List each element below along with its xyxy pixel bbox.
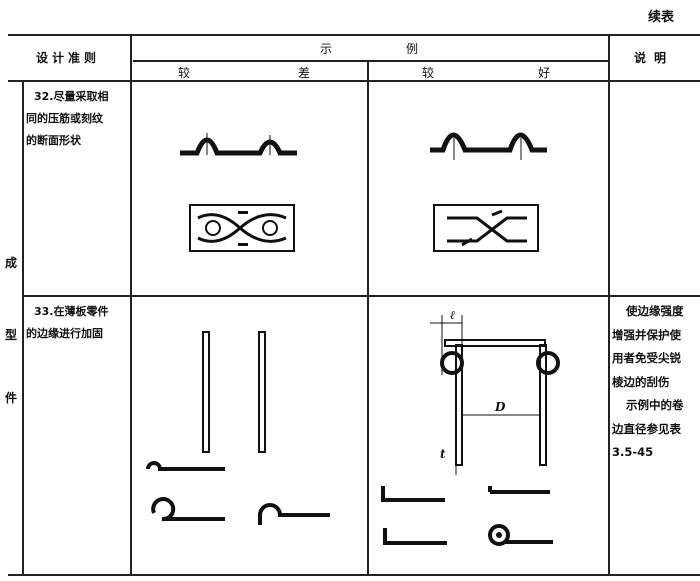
example-subheader-rule [133, 60, 608, 62]
col-divider [367, 61, 369, 576]
principle-line: 同的压筋或刻纹 [26, 112, 103, 125]
row-33-principle: 33.在薄板零件 的边缘进行加固 [26, 301, 109, 345]
header-better-2: 好 [538, 66, 551, 80]
label-thickness: t [440, 447, 446, 461]
category-char: 型 [5, 328, 18, 342]
worse-rib-section-drawing [180, 133, 297, 156]
note-line: 棱边的刮伤 [612, 374, 670, 389]
note-line: 边直径参见表 [612, 421, 681, 436]
header-principle: 设计准则 [36, 51, 101, 65]
better-rib-section-drawing [430, 132, 547, 160]
header-bottom-rule [8, 80, 700, 82]
header-worse-2: 差 [298, 66, 311, 80]
header-worse-1: 较 [178, 66, 191, 80]
worse-curl-drawings [146, 461, 330, 525]
note-line: 使边缘强度 [626, 304, 684, 318]
table-top-rule [8, 34, 700, 36]
row-33-notes: 使边缘强度 增强并保护使 用者免受尖锐 棱边的刮伤 示例中的卷 边直径参见表 3… [612, 300, 684, 465]
category-char: 成 [5, 256, 18, 270]
table-bottom-rule [8, 574, 700, 576]
principle-line: 33.在薄板零件 [34, 305, 109, 318]
row-32-principle: 32.尽量采取相 同的压筋或刻纹 的断面形状 [26, 86, 109, 152]
header-notes: 说明 [634, 51, 675, 65]
category-divider [22, 82, 24, 576]
note-line: 示例中的卷 [626, 398, 684, 412]
header-better-1: 较 [422, 66, 435, 80]
category-char: 件 [5, 391, 18, 405]
principle-line: 32.尽量采取相 [34, 90, 109, 103]
worse-tube-drawing [202, 331, 266, 453]
header-example: 示例 [320, 42, 493, 56]
better-curl-drawings [381, 486, 553, 546]
continued-label: 续表 [648, 10, 675, 25]
label-l: ℓ [450, 308, 456, 322]
col-divider [608, 36, 610, 576]
worse-embossed-plate-drawing [189, 204, 295, 252]
note-line: 用者免受尖锐 [612, 351, 681, 365]
note-line: 3.5-45 [612, 445, 654, 459]
principle-line: 的断面形状 [26, 134, 81, 147]
row-divider [22, 295, 700, 297]
label-diameter: D [495, 400, 506, 414]
better-tube-drawing [430, 315, 560, 475]
col-divider [130, 36, 132, 576]
better-embossed-plate-drawing [433, 204, 539, 252]
note-line: 增强并保护使 [612, 327, 681, 342]
principle-line: 的边缘进行加固 [26, 327, 103, 340]
